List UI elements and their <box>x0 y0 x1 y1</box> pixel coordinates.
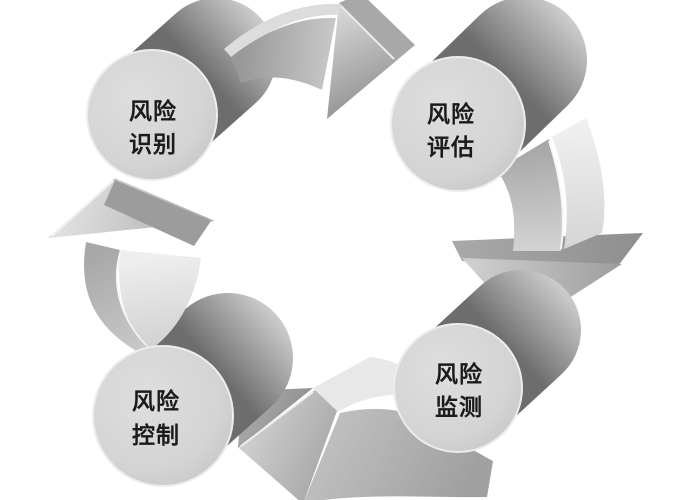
arrow-head <box>239 390 337 500</box>
arrow-band <box>231 17 336 90</box>
arrow-head-depth-face <box>104 180 211 246</box>
arrow-band-edge-highlight <box>548 140 564 250</box>
node-label-risk-identification-line1: 风险 <box>129 98 177 125</box>
node-label-risk-assessment-line2: 评估 <box>427 135 475 161</box>
node-label-risk-assessment-line1: 风险 <box>427 101 475 128</box>
cylinder-risk-assessment-face <box>390 56 526 192</box>
arrow-head-edge-highlight <box>340 5 395 60</box>
node-risk-control: 风险 控制 <box>92 345 234 487</box>
arrow-head-depth-face <box>339 0 415 61</box>
node-label-risk-identification-line2: 识别 <box>129 132 177 158</box>
node-risk-assessment: 风险 评估 <box>390 56 526 192</box>
arrow-head <box>327 3 396 119</box>
arrow-head-edge-highlight <box>51 180 114 237</box>
node-label-risk-monitoring-line1: 风险 <box>435 361 483 388</box>
node-risk-identification: 风险 识别 <box>86 49 218 181</box>
cylinder-risk-control-face <box>92 345 234 487</box>
cylinder-risk-monitoring-face <box>393 323 523 453</box>
node-label-risk-control-line1: 风险 <box>132 388 180 415</box>
node-label-risk-control-line2: 控制 <box>132 422 180 449</box>
arrow-identification-to-assessment <box>224 0 415 119</box>
arrow-band-top-face <box>552 118 605 249</box>
node-label-risk-monitoring-line2: 监测 <box>435 395 483 421</box>
arrow-head-edge-highlight <box>240 391 314 447</box>
cylinder-risk-identification-face <box>86 49 218 181</box>
node-risk-monitoring: 风险 监测 <box>393 323 523 453</box>
arrow-band-top-face <box>119 250 201 350</box>
arrow-band-edge-highlight <box>116 250 150 349</box>
arrow-control-to-identification <box>48 178 215 355</box>
arrow-band <box>497 139 563 251</box>
arrow-band <box>84 242 150 355</box>
arrow-band <box>304 408 493 500</box>
